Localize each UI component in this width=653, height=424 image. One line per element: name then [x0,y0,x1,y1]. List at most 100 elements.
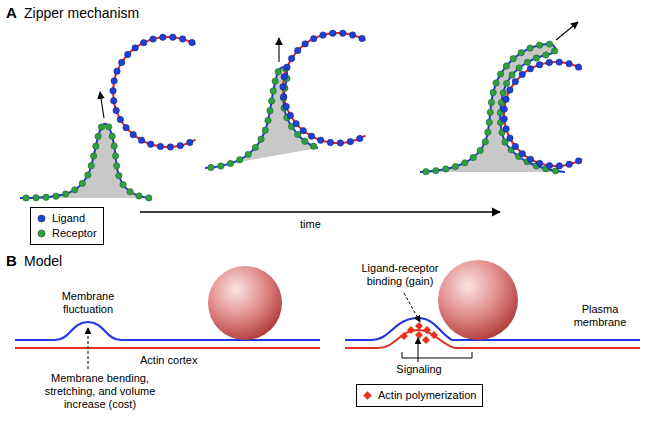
receptor-dot [265,117,271,123]
receptor-dot [295,131,301,137]
receptor-dot [227,160,233,166]
callout-label: Membrane bending, stretching, and volume… [30,372,170,412]
callout-label: Signaling [388,363,450,376]
ligand-dot [340,30,346,36]
growth-arrow [100,92,104,118]
receptor-dot [527,45,533,51]
ligand-dot [337,140,343,146]
receptor-dot [452,163,458,169]
receptor-dot [546,41,552,47]
ligand-dot [300,127,306,133]
axis-label: time [300,218,321,231]
legend-box: LigandReceptor [30,207,104,245]
ligand-dot [117,116,123,122]
actin-cortex-line [15,347,320,349]
receptor-dot [62,191,68,197]
protrusion-fill [205,67,318,168]
legend-text: Receptor [52,226,97,241]
particle-surface [283,33,366,143]
receptor-dot [23,195,29,201]
callout-label: Ligand-receptor binding (gain) [352,262,448,288]
ligand-dot [310,35,316,41]
legend-swatch-box [36,213,47,224]
ligand-dot [512,78,518,84]
legend-box: Actin polymerization [356,384,483,407]
ligand-dot [507,87,513,93]
actin-diamond [407,326,415,334]
receptor-dot [510,56,516,62]
leader-arrow [404,293,420,322]
ligand-dot [130,131,136,137]
ligand-dot [284,64,290,70]
receptor-dot [79,180,85,186]
actin-diamond [422,336,430,344]
ligand-dot [330,30,336,36]
actin-diamond [423,326,431,334]
ligand-dot [179,36,185,42]
receptor-dot [53,193,59,199]
ligand-dot [111,78,117,84]
ligand-dot [118,59,124,65]
receptor-dot [536,42,542,48]
ligand-dot [288,55,294,61]
membrane-line [20,124,150,198]
callout-label: Actin cortex [140,354,197,367]
receptor-dot [497,71,503,77]
ligand-dot [170,34,176,40]
receptor-dot [462,160,468,166]
particle-sphere [438,260,518,340]
ligand-dot [138,137,144,143]
receptor-dot [477,147,483,153]
ligand-dot [125,51,131,57]
ligand-dot [507,135,513,141]
receptor-dot [43,194,49,200]
ligand-dot [347,138,353,144]
receptor-dot [551,48,557,54]
ligand-dot [280,84,286,90]
receptor-dot [509,72,515,78]
ligand-dot [575,64,581,70]
receptor-dot [72,187,78,193]
panel-letter: B [6,252,17,270]
actin-diamonds [400,322,438,344]
ligand-dot [527,156,533,162]
legend-text: Actin polymerization [378,388,476,403]
ligand-dot [114,68,120,74]
membrane-line [205,67,318,168]
ligand-dot [357,135,363,141]
ligand-dot [160,34,166,40]
legend-row: Ligand [36,211,97,226]
ligand-dot [556,59,562,65]
legend-row: Receptor [36,226,97,241]
receptor-dot [485,129,491,135]
ligand-dot [189,39,195,45]
receptor-dot [88,162,94,168]
receptor-dot [533,55,539,61]
receptor-dot [268,98,274,104]
ligand-dot [281,74,287,80]
ligand-dot [556,163,562,169]
legend-swatch [363,391,371,399]
particle-sphere [208,266,282,340]
ligand-dot [320,32,326,38]
ligand-dot [501,116,507,122]
ligand-dot [327,139,333,145]
receptor-dot [112,153,118,159]
signaling-arrow [418,338,419,362]
receptor-dot [33,195,39,201]
ligand-dot [519,150,525,156]
receptor-dot [98,124,104,130]
receptor-dot [120,181,126,187]
actin-diamond [415,322,423,330]
receptor-dot [423,168,429,174]
ligand-dot [546,59,552,65]
ligand-dot [503,126,509,132]
ligand-dot [317,137,323,143]
zipper-illustration [20,22,582,201]
receptor-dot [487,109,493,115]
particle-surface [504,62,582,166]
ligand-dot [503,96,509,102]
ligand-dot [123,124,129,130]
panel-title: Model [24,253,62,270]
